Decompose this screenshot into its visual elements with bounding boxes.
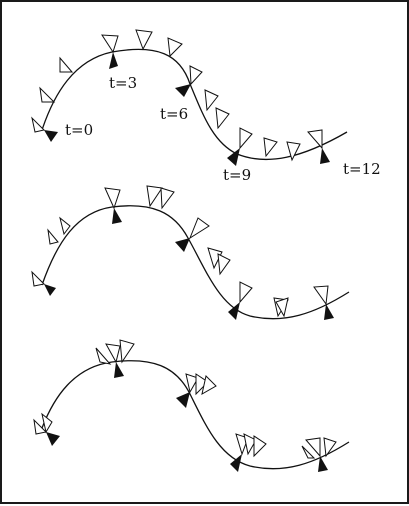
open-wedge-marker <box>135 29 153 51</box>
filled-wedge-marker-t3 <box>109 52 118 69</box>
open-wedge-marker <box>313 285 329 306</box>
open-wedge-marker <box>41 412 53 434</box>
open-wedge-marker <box>39 86 56 103</box>
open-wedge-marker <box>95 347 112 365</box>
open-wedge-marker <box>185 373 199 394</box>
open-wedge-marker <box>31 116 45 133</box>
open-wedge-marker <box>59 56 74 73</box>
open-wedge-marker <box>59 216 71 236</box>
open-wedge-marker <box>307 129 323 150</box>
trajectory-curve <box>41 360 350 470</box>
open-wedge-marker <box>167 37 183 58</box>
open-wedge-marker <box>104 187 121 210</box>
filled-wedge-marker <box>176 392 190 408</box>
open-wedge-marker <box>189 65 203 86</box>
open-wedge-marker <box>239 281 253 304</box>
panel-middle <box>31 185 350 320</box>
trajectory-curve <box>41 48 348 161</box>
time-label-t9: t=9 <box>223 166 251 184</box>
time-label-t12: t=12 <box>343 160 381 178</box>
open-wedge-marker <box>195 373 209 396</box>
open-wedge-marker <box>146 185 163 208</box>
open-wedge-marker <box>305 437 321 458</box>
open-wedge-marker <box>207 247 223 270</box>
open-wedge-marker <box>31 270 46 287</box>
filled-wedge-marker-t6 <box>175 84 191 97</box>
filled-wedge-marker <box>44 284 56 296</box>
open-wedge-marker <box>188 217 210 240</box>
open-wedge-marker <box>215 107 230 130</box>
filled-wedge-marker <box>324 304 334 320</box>
open-wedge-marker <box>243 433 257 456</box>
trajectory-curve <box>41 205 350 320</box>
open-wedge-marker <box>201 375 217 395</box>
open-wedge-marker <box>119 339 135 364</box>
panel-bottom <box>33 339 350 472</box>
filled-wedge-marker-t12 <box>320 148 330 164</box>
filled-wedge-marker <box>114 362 124 378</box>
open-wedge-marker <box>105 343 121 364</box>
open-wedge-marker <box>47 228 59 245</box>
open-wedge-marker <box>286 141 301 162</box>
open-wedge-marker <box>101 34 119 54</box>
filled-wedge-marker <box>175 238 190 252</box>
open-wedge-marker <box>323 437 337 458</box>
time-label-t6: t=6 <box>160 105 188 123</box>
open-wedge-marker <box>217 253 231 276</box>
open-wedge-marker <box>204 89 219 112</box>
time-label-t0: t=0 <box>65 121 93 139</box>
open-wedge-marker <box>263 137 278 158</box>
filled-wedge-marker <box>230 454 242 472</box>
open-wedge-marker <box>275 297 289 318</box>
filled-wedge-marker <box>318 456 328 472</box>
open-wedge-marker <box>301 445 316 459</box>
filled-wedge-marker <box>228 302 240 320</box>
open-wedge-marker <box>33 418 48 435</box>
filled-wedge-marker <box>112 208 122 224</box>
panel-top: t=0 t=3 t=6 t=9 t=12 <box>31 29 381 184</box>
open-wedge-marker <box>160 187 175 210</box>
open-wedge-marker <box>253 435 267 458</box>
open-wedge-marker <box>239 127 253 150</box>
filled-wedge-marker <box>46 432 60 446</box>
filled-wedge-marker-t9 <box>227 148 240 166</box>
time-label-t3: t=3 <box>109 74 137 92</box>
filled-wedge-marker-t0 <box>44 130 58 142</box>
